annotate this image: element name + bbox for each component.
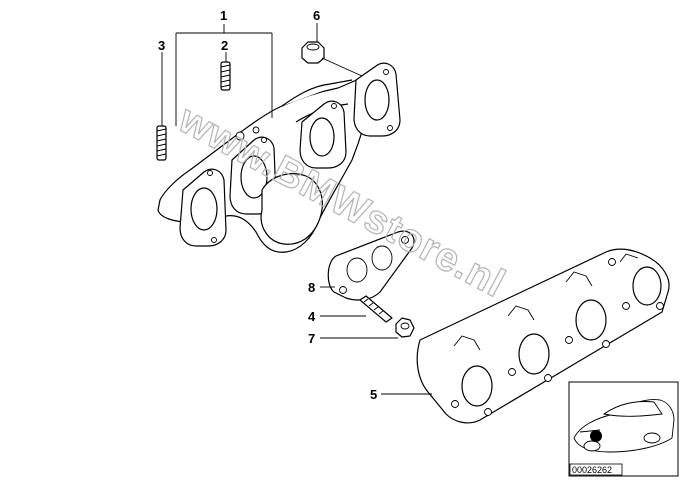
callout-5: 5 [370,387,377,402]
diagram-code: 00026262 [572,465,612,475]
outlet-gasket [327,230,415,301]
callout-1: 1 [220,8,227,23]
stud-gasket [359,295,393,323]
callout-7: 7 [308,331,315,346]
callout-3: 3 [158,38,165,53]
hex-nut-top [301,41,325,64]
callout-6: 6 [313,8,320,23]
callout-2: 2 [221,38,228,53]
vehicle-thumbnail: 00026262 [568,381,679,477]
stud-long [156,125,167,161]
manifold-gasket [416,248,670,424]
hex-nut-bottom [395,317,415,338]
callout-8: 8 [308,280,315,295]
callout-4: 4 [308,309,316,324]
leader-lines [161,23,432,395]
stud-short [220,61,231,91]
location-marker [590,430,602,442]
exhaust-manifold [157,62,401,253]
